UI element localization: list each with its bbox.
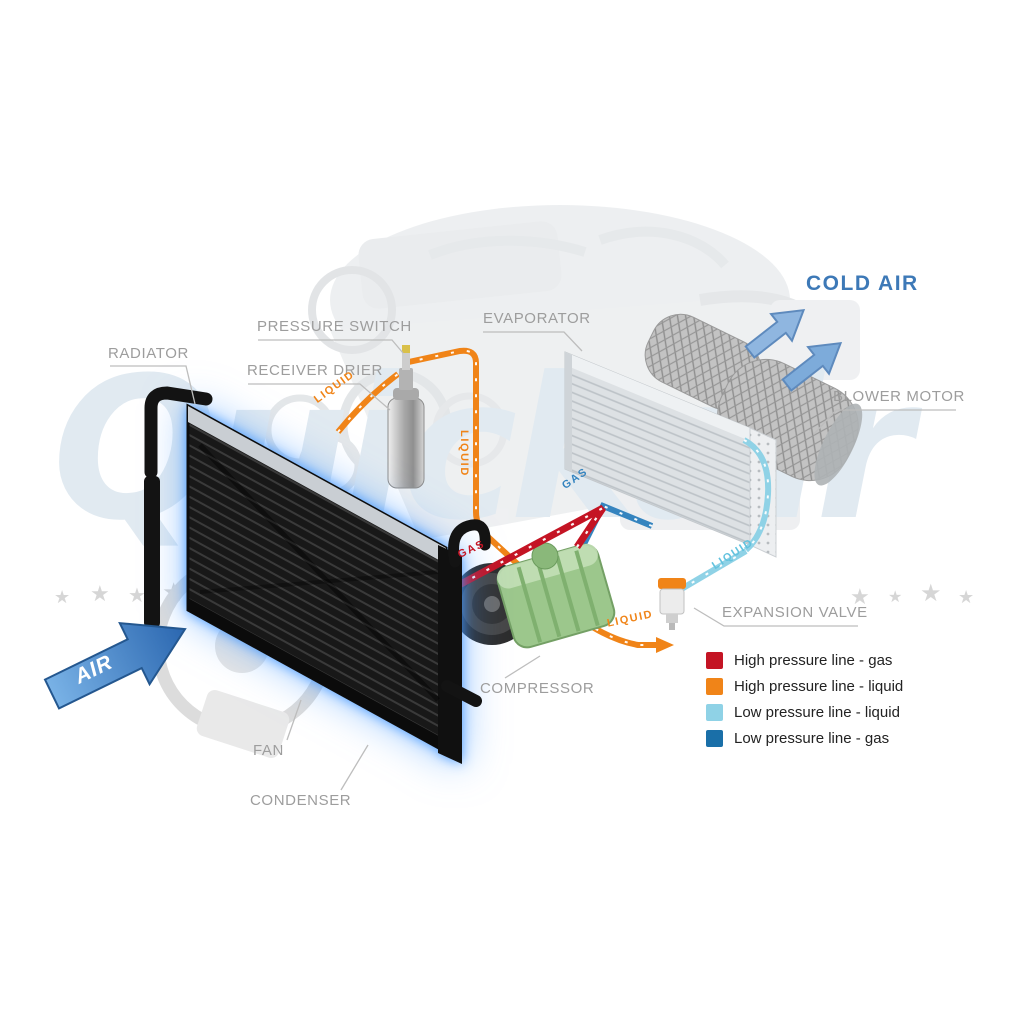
star-icon: ★ bbox=[90, 581, 110, 606]
legend-label: Low pressure line - gas bbox=[734, 730, 890, 747]
label-blower-motor: BLOWER MOTOR bbox=[833, 388, 965, 405]
compressor bbox=[451, 542, 616, 649]
leader-fan bbox=[286, 699, 302, 741]
air-arrow-icon bbox=[43, 621, 187, 710]
pipe-high-pressure-gas bbox=[457, 504, 606, 589]
legend-label: High pressure line - liquid bbox=[734, 678, 904, 695]
star-icon: ★ bbox=[958, 587, 975, 607]
label-fan: FAN bbox=[253, 742, 284, 759]
leader-condenser bbox=[340, 744, 369, 791]
leader-evaporator bbox=[483, 331, 583, 352]
receiver-drier bbox=[387, 345, 425, 489]
label-evaporator: EVAPORATOR bbox=[483, 310, 591, 327]
liquid-flow-arrow-icon bbox=[656, 637, 674, 653]
legend-item: High pressure line - liquid bbox=[706, 678, 903, 695]
legend-label: High pressure line - gas bbox=[734, 652, 893, 669]
legend: High pressure line - gas High pressure l… bbox=[706, 652, 903, 747]
label-compressor: COMPRESSOR bbox=[480, 680, 595, 697]
legend-swatch bbox=[706, 730, 723, 747]
condenser-frame bbox=[144, 386, 491, 707]
leader-expansion-valve bbox=[693, 607, 858, 627]
legend-item: Low pressure line - liquid bbox=[706, 704, 903, 721]
star-icon: ★ bbox=[888, 589, 903, 606]
star-icon: ★ bbox=[920, 580, 942, 607]
star-icon: ★ bbox=[54, 587, 71, 607]
label-expansion-valve: EXPANSION VALVE bbox=[722, 604, 868, 621]
legend-label: Low pressure line - liquid bbox=[734, 704, 900, 721]
condenser-assembly bbox=[144, 386, 491, 764]
legend-swatch bbox=[706, 704, 723, 721]
evaporator bbox=[564, 351, 777, 558]
leader-blower-motor bbox=[813, 409, 956, 435]
leader-pressure-switch bbox=[258, 339, 404, 354]
leader-receiver-drier bbox=[248, 383, 391, 411]
leader-lines bbox=[110, 331, 956, 791]
label-cold-air: COLD AIR bbox=[806, 272, 919, 295]
leader-compressor bbox=[504, 655, 541, 679]
legend-swatch bbox=[706, 652, 723, 669]
legend-swatch bbox=[706, 678, 723, 695]
legend-item: Low pressure line - gas bbox=[706, 730, 903, 747]
label-radiator: RADIATOR bbox=[108, 345, 189, 362]
label-pressure-switch: PRESSURE SWITCH bbox=[257, 318, 412, 335]
leader-radiator bbox=[110, 365, 196, 405]
legend-item: High pressure line - gas bbox=[706, 652, 903, 669]
pipe-label-liquid: LIQUID bbox=[458, 430, 470, 477]
label-receiver-drier: RECEIVER DRIER bbox=[247, 362, 383, 379]
pipe-low-pressure-liquid bbox=[676, 437, 772, 594]
condenser-panel bbox=[186, 403, 462, 764]
cold-air-arrow-icon bbox=[744, 308, 843, 392]
expansion-valve bbox=[658, 578, 686, 630]
label-condenser: CONDENSER bbox=[250, 792, 352, 809]
star-icon: ★ bbox=[128, 585, 146, 607]
star-icon: ★ bbox=[850, 584, 870, 609]
pressure-switch bbox=[399, 345, 413, 390]
